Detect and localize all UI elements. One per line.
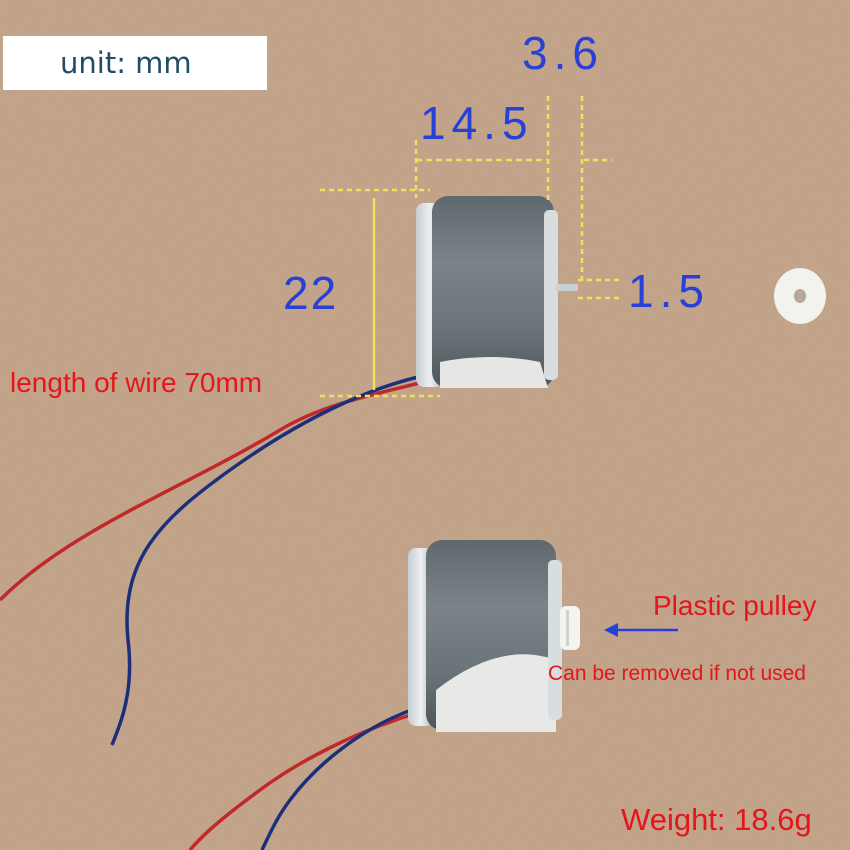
red-wire: [0, 376, 439, 602]
weight-label: Weight: 18.6g: [621, 802, 812, 837]
motor-front-face-bottom: [548, 560, 562, 720]
pulley-label: Plastic pulley: [653, 590, 817, 621]
unit-box: unit: mm: [3, 36, 267, 90]
motor-bottom: [188, 540, 580, 850]
motor-front-face: [544, 210, 558, 380]
blue-wire: [110, 372, 433, 746]
wire-length-label: length of wire 70mm: [10, 367, 263, 398]
motor-top: [0, 196, 578, 746]
shaft-length-label: 3.6: [522, 27, 604, 79]
arrow-icon: [604, 623, 678, 637]
dimension-guides: [320, 96, 620, 398]
motor-shaft: [556, 284, 578, 291]
pulley-note: Can be removed if not used: [548, 662, 806, 685]
length-label: 14.5: [420, 97, 534, 149]
motor-bracket-bottom: [436, 654, 556, 732]
loose-pulley: [774, 268, 826, 324]
height-label: 22: [283, 267, 339, 319]
motor-can: [432, 196, 554, 388]
mounted-pulley: [560, 606, 580, 650]
unit-label: unit: mm: [60, 46, 192, 80]
blue-wire-bottom: [260, 703, 427, 850]
shaft-diameter-label: 1.5: [628, 265, 710, 317]
motor-bracket: [440, 357, 548, 388]
